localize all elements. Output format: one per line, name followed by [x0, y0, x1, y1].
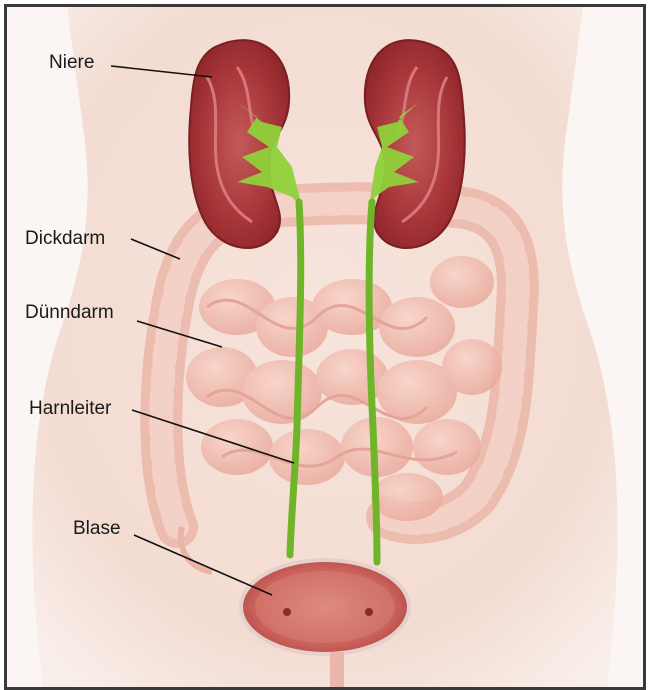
- urinary-system-illustration: [7, 7, 643, 687]
- label-duenndarm: Dünndarm: [25, 303, 114, 322]
- anatomy-figure-frame: Niere Dickdarm Dünndarm Harnleiter Blase: [4, 4, 646, 690]
- right-kidney: [365, 40, 465, 248]
- label-niere: Niere: [49, 53, 94, 72]
- label-blase: Blase: [73, 519, 121, 538]
- label-dickdarm: Dickdarm: [25, 229, 105, 248]
- label-harnleiter: Harnleiter: [29, 399, 111, 418]
